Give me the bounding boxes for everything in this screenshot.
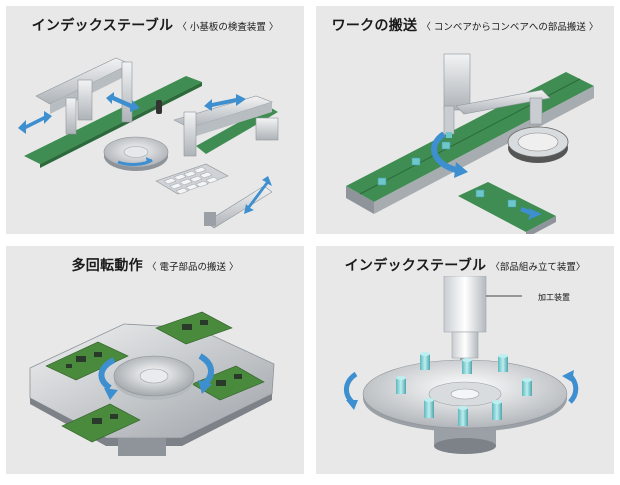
index-table-inspection-illustration <box>18 57 279 229</box>
panel-subtitle: 〈 小基板の検査装置 〉 <box>177 22 279 33</box>
double-arrow-icon <box>204 94 246 111</box>
panel-subtitle: 〈部品組み立て装置〉 <box>490 262 586 273</box>
conveyor-transfer-illustration <box>346 53 594 234</box>
processing-unit <box>443 276 522 366</box>
panel-index-table-assembly: インデックステーブル〈部品組み立て装置〉 <box>316 246 614 474</box>
panel-title: インデックステーブル〈部品組み立て装置〉 <box>316 255 614 275</box>
index-turntable <box>362 359 568 454</box>
panel-title-main: 多回転動作 <box>71 258 143 274</box>
panel-title-main: インデックステーブル <box>31 18 174 34</box>
secondary-conveyor <box>458 182 556 234</box>
rotary-table <box>507 126 569 163</box>
curved-arrow-icon <box>198 353 214 387</box>
double-arrow-icon <box>244 176 272 214</box>
right-gantry <box>173 95 279 229</box>
motion-arrows <box>344 370 579 410</box>
panel-title-main: ワークの搬送 <box>331 18 418 34</box>
panel-title-main: インデックステーブル <box>344 258 487 274</box>
cylindrical-workpieces <box>396 352 532 426</box>
left-gantry <box>35 57 162 135</box>
arrow-right-icon <box>520 207 542 220</box>
panel-workpiece-transfer: ワークの搬送〈 コンベアからコンベアへの部品搬送 〉 <box>316 6 614 234</box>
panel-subtitle: 〈 電子部品の搬送 〉 <box>146 262 239 273</box>
multi-rotation-illustration <box>29 311 275 456</box>
double-arrow-icon <box>18 111 52 134</box>
processing-unit-label: 加工装置 <box>538 293 570 302</box>
rotary-hub <box>113 355 195 400</box>
index-rotary-table <box>103 136 169 171</box>
inspection-tray <box>155 163 229 195</box>
panel-subtitle: 〈 コンベアからコンベアへの部品搬送 〉 <box>421 22 599 33</box>
panel-multi-rotation: 多回転動作〈 電子部品の搬送 〉 <box>6 246 304 474</box>
panel-title: 多回転動作〈 電子部品の搬送 〉 <box>6 255 304 275</box>
motion-arrows <box>431 131 542 220</box>
motion-arrows <box>98 353 214 400</box>
panel-index-table-inspection: インデックステーブル〈 小基板の検査装置 〉 <box>6 6 304 234</box>
transfer-robot <box>443 53 551 138</box>
curved-arrow-icon <box>344 371 358 404</box>
panel-title: ワークの搬送〈 コンベアからコンベアへの部品搬送 〉 <box>316 15 614 35</box>
double-arrow-icon <box>106 92 140 112</box>
motion-arrows <box>18 92 272 214</box>
panel-title: インデックステーブル〈 小基板の検査装置 〉 <box>6 15 304 35</box>
workpieces <box>377 141 517 208</box>
pcb-boards <box>45 311 265 443</box>
curved-arrow-icon <box>98 357 116 391</box>
index-table-assembly-illustration <box>344 276 579 454</box>
curved-arrow-icon <box>431 131 457 173</box>
